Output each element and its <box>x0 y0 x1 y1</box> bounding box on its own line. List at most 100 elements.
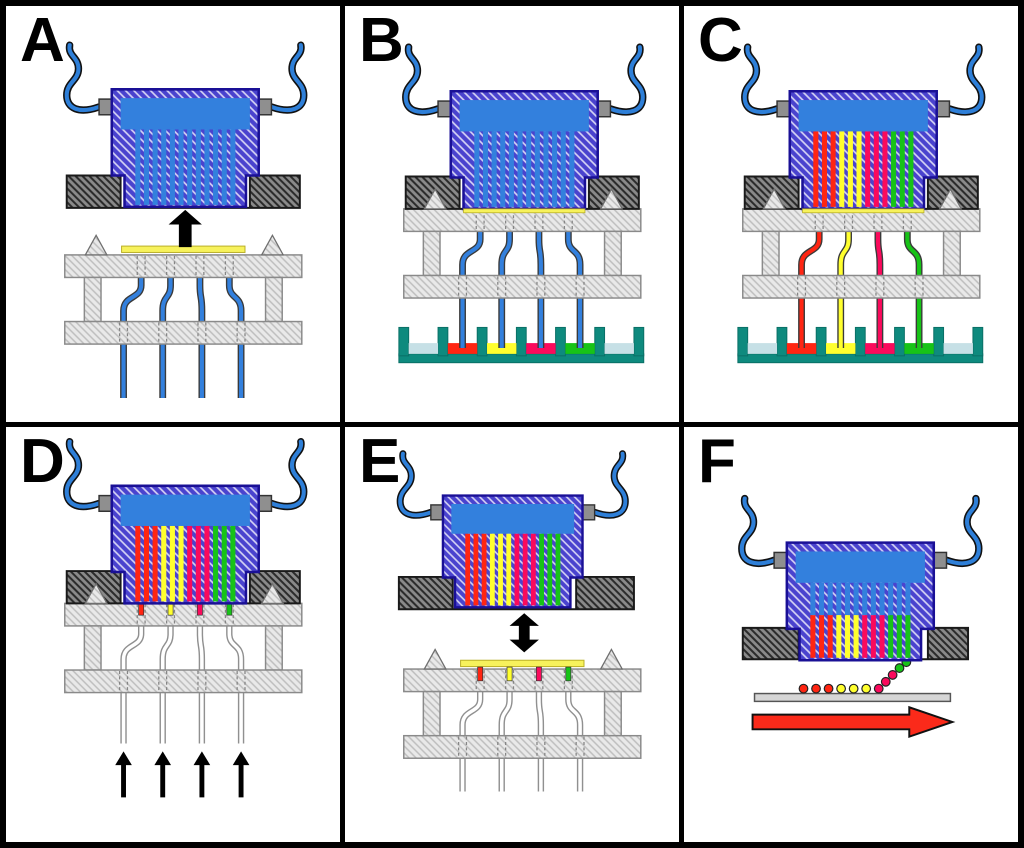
device-channel-plug <box>853 614 859 658</box>
device-channel <box>473 533 479 605</box>
alignment-pin <box>423 187 447 210</box>
well-wall <box>476 326 488 357</box>
well-liquid <box>447 343 478 354</box>
left-connector <box>773 551 788 569</box>
device-channel-plug <box>844 614 851 658</box>
dispenser-device <box>63 41 308 209</box>
device-channel-plug <box>818 614 825 658</box>
device-channel <box>489 533 495 605</box>
device-channel <box>827 582 833 615</box>
dispenser-device <box>396 449 629 609</box>
device-channel <box>856 131 862 207</box>
device-channel <box>204 525 210 601</box>
device-channel <box>221 129 227 205</box>
sample-tip <box>565 666 572 681</box>
capillary-tubes <box>459 208 584 349</box>
device-channel <box>178 129 184 205</box>
device-channel <box>844 582 851 615</box>
alignment-pin <box>423 647 447 670</box>
supply-tube <box>402 43 442 116</box>
stand-leg <box>422 230 441 277</box>
device-channel <box>143 129 150 205</box>
stand-leg <box>603 690 622 736</box>
up-arrow-icon <box>154 750 172 797</box>
device-channel <box>195 525 201 601</box>
device-channel <box>517 131 523 207</box>
device-channel <box>813 131 819 207</box>
well-wall <box>398 326 410 357</box>
supply-tube <box>741 43 781 116</box>
printed-droplet <box>798 683 809 694</box>
device-channel <box>465 533 471 605</box>
device-channel <box>187 525 193 601</box>
panel-e-diagram <box>345 427 679 843</box>
panel-f-label: F <box>698 426 736 496</box>
device-channel <box>187 129 193 205</box>
device-channel <box>498 533 503 605</box>
device-channel <box>836 582 842 615</box>
device-reservoir <box>798 100 928 132</box>
device-channel <box>481 533 487 605</box>
supply-tube <box>945 43 986 116</box>
device-channel <box>178 525 184 601</box>
device-channel <box>474 131 480 207</box>
device-channel <box>839 131 845 207</box>
left-connector <box>776 100 791 118</box>
device-channel <box>539 533 544 605</box>
well-liquid <box>565 343 595 354</box>
device-channel-plug <box>888 614 894 658</box>
alignment-pin <box>599 647 624 670</box>
device-reservoir <box>795 550 925 583</box>
panel-d-diagram <box>6 427 340 843</box>
device-channel <box>879 582 885 615</box>
device-channel <box>514 533 520 605</box>
device-channel-plug <box>862 614 868 658</box>
alignment-pin <box>84 233 108 256</box>
panel-a: A <box>6 6 340 422</box>
well-liquid <box>408 343 439 354</box>
sample-tip <box>536 666 542 681</box>
well-wall <box>854 326 866 357</box>
well-wall <box>815 326 827 357</box>
supply-tube <box>738 494 778 567</box>
device-channel <box>482 131 489 207</box>
supply-tube <box>267 437 308 510</box>
device-channel <box>870 582 876 615</box>
alignment-pin <box>938 187 963 210</box>
well-wall <box>437 326 449 357</box>
supply-tube <box>606 43 647 116</box>
panel-b: B <box>345 6 679 422</box>
device-channel <box>213 525 219 601</box>
panel-f: F <box>684 426 1018 842</box>
well-wall <box>776 326 788 357</box>
panel-c-label: C <box>698 6 743 75</box>
panel-c: C <box>684 6 1018 422</box>
device-channel <box>221 525 227 601</box>
well-wall <box>972 326 984 357</box>
conveyor-arrow-icon <box>751 705 956 738</box>
alignment-pin <box>84 581 108 604</box>
device-channel <box>204 129 210 205</box>
well-plate <box>737 326 984 364</box>
device-channel <box>169 129 175 205</box>
device-channel <box>853 582 859 615</box>
device-channel <box>569 131 575 207</box>
panel-e: E <box>345 426 679 843</box>
supply-tube <box>396 449 435 519</box>
stand-leg <box>942 230 961 277</box>
capillary-tubes <box>120 615 245 744</box>
device-channel <box>530 533 536 605</box>
panel-d-label: D <box>20 426 65 496</box>
device-channel <box>152 525 158 601</box>
device-channel <box>888 582 894 615</box>
well-liquid <box>487 343 517 354</box>
printed-droplet <box>823 683 834 694</box>
well-liquid <box>826 343 856 354</box>
panel-c-diagram <box>684 6 1018 422</box>
device-channel <box>847 131 853 207</box>
device-channel-plug <box>870 614 876 658</box>
device-channel <box>135 129 141 205</box>
well-wall <box>894 326 905 357</box>
device-channel <box>152 129 158 205</box>
picked-strip <box>802 208 925 214</box>
